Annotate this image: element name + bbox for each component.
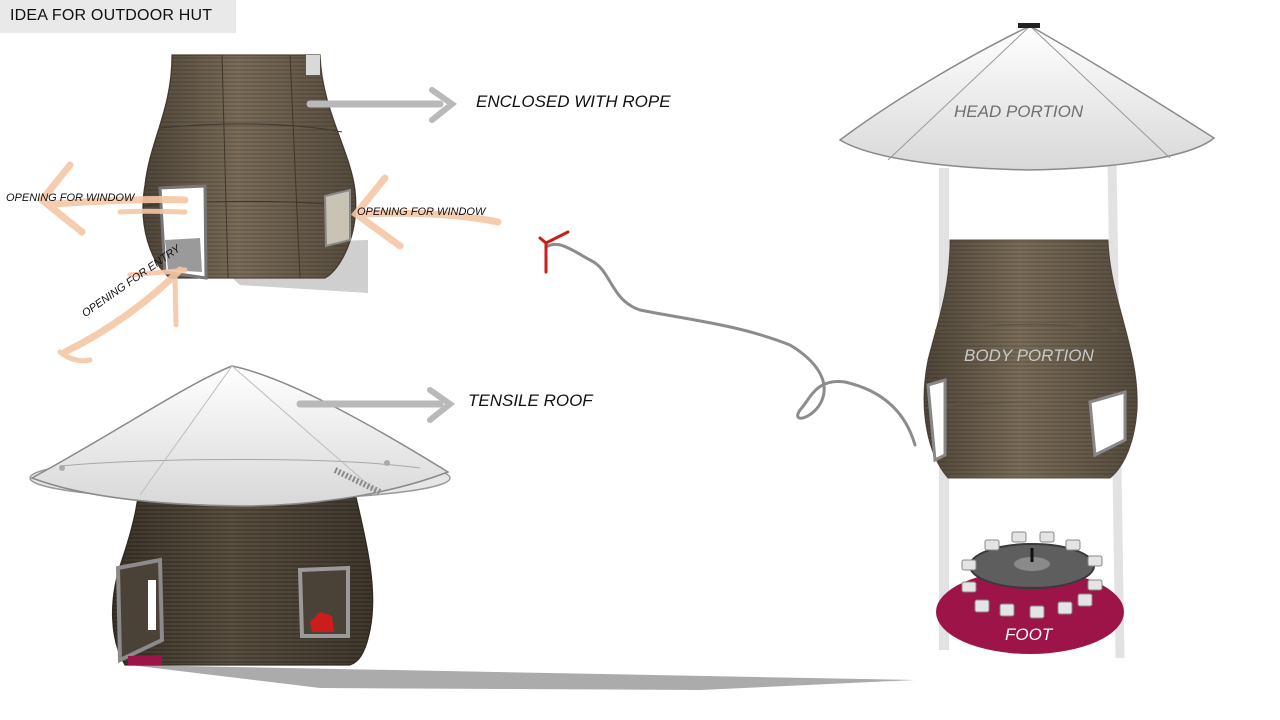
page-title: IDEA FOR OUTDOOR HUT [10,7,213,24]
full-hut-shadow [130,665,915,690]
connector-scribble [546,243,917,447]
arrow-enclosed [306,87,458,123]
roof-canopy [30,365,450,507]
label-window-left: OPENING FOR WINDOW [6,192,135,204]
label-head-portion: HEAD PORTION [954,102,1084,121]
label-foot: FOOT [1005,625,1053,644]
hut-body-top-notch [306,55,320,75]
title-banner: IDEA FOR OUTDOOR HUT [0,0,236,33]
full-hut-right-window [297,565,350,638]
full-hut [29,365,915,690]
side-window-opening [323,188,351,248]
hut-body-sketch [142,54,368,293]
label-enclosed-with-rope: ENCLOSED WITH ROPE [476,92,671,111]
head-portion-roof [838,25,1216,171]
label-window-right: OPENING FOR WINDOW [357,206,486,218]
brush-arrows [37,161,502,364]
exploded-view [838,23,1216,659]
label-tensile-roof: TENSILE ROOF [468,391,593,410]
red-arrowhead [538,230,570,274]
arrow-tensile [296,387,456,423]
label-body-portion: BODY PORTION [964,346,1094,365]
entry-floor [165,238,202,272]
